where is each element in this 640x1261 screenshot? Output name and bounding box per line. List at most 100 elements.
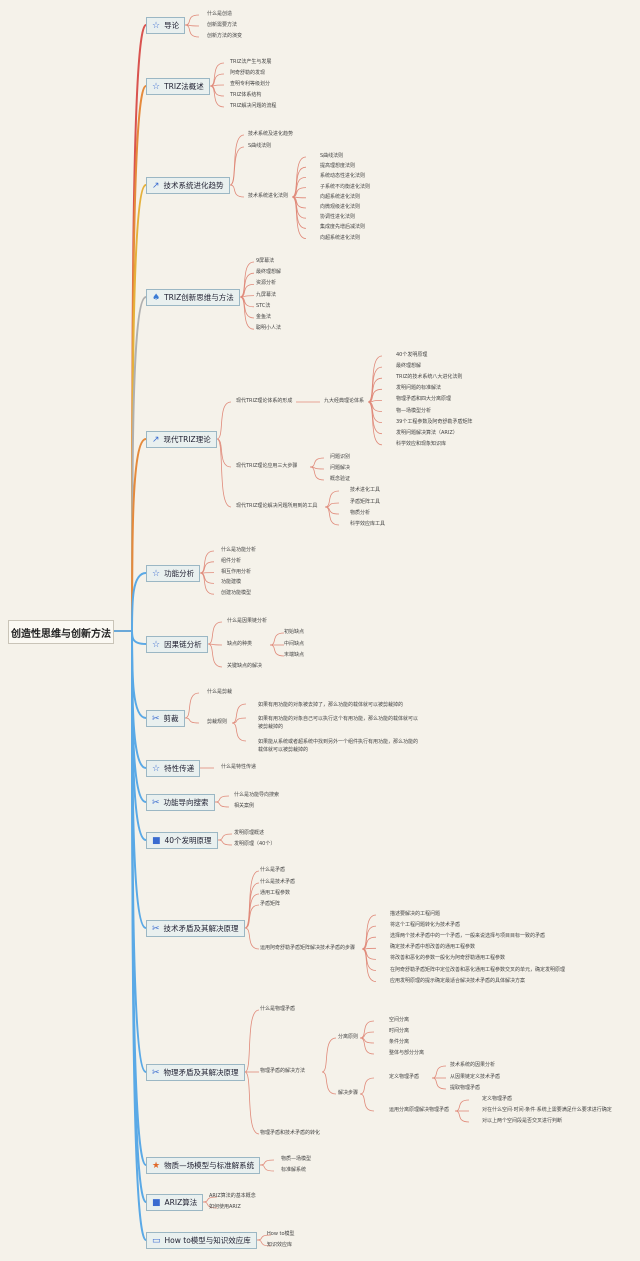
topic-1[interactable]: ☆导论 — [146, 17, 186, 34]
leaf-node[interactable]: 物—场模型分析 — [396, 407, 432, 414]
leaf-node[interactable]: 技术进化工具 — [350, 487, 381, 493]
leaf-node[interactable]: 现代TRIZ理论解决问题所用到的工具 — [236, 503, 318, 509]
leaf-node[interactable]: 问题解决 — [330, 465, 351, 471]
leaf-node[interactable]: 分离原则 — [338, 1034, 359, 1040]
leaf-node[interactable]: 技术系统进化法则 — [248, 193, 289, 199]
central-topic[interactable]: 创造性思维与创新方法 — [8, 620, 114, 644]
leaf-node[interactable]: 确定技术矛盾中想改善的通用工程参数 — [390, 944, 476, 951]
leaf-node[interactable]: 提取物理矛盾 — [450, 1085, 481, 1091]
leaf-node[interactable]: TRIZ法产生与发展 — [230, 59, 272, 65]
leaf-node[interactable]: 关键缺点的解决 — [227, 663, 263, 669]
leaf-node[interactable]: How to模型 — [267, 1231, 295, 1237]
leaf-node[interactable]: 解决步骤 — [338, 1090, 359, 1096]
leaf-node[interactable]: 物质分析 — [350, 510, 371, 516]
leaf-node[interactable]: 定义物理矛盾 — [389, 1074, 420, 1080]
leaf-node[interactable]: 什么是因果链分析 — [227, 618, 268, 624]
leaf-node[interactable]: STC法 — [256, 302, 271, 309]
leaf-node[interactable]: 矛盾矩阵 — [260, 901, 281, 907]
topic-16[interactable]: ▭How to模型与知识效应库 — [146, 1232, 257, 1249]
leaf-node[interactable]: 物质—场模型 — [281, 1156, 312, 1162]
leaf-node[interactable]: 知识效应库 — [267, 1242, 293, 1248]
leaf-node[interactable]: 什么是物理矛盾 — [260, 1006, 296, 1012]
leaf-node[interactable]: 最终理想解 — [256, 269, 282, 276]
leaf-node[interactable]: TRIZ的技术系统八大进化法则 — [396, 374, 463, 381]
leaf-node[interactable]: 什么是剪裁 — [207, 689, 233, 695]
topic-7[interactable]: ☆因果链分析 — [146, 636, 208, 653]
topic-6[interactable]: ☆功能分析 — [146, 565, 201, 582]
leaf-node[interactable]: 通用工程参数 — [260, 890, 291, 896]
leaf-node[interactable]: 物理矛盾和技术矛盾的转化 — [260, 1130, 321, 1136]
leaf-node[interactable]: 缺点的种类 — [227, 641, 253, 647]
leaf-node[interactable]: 九大经典理论体系 — [324, 398, 365, 404]
leaf-node[interactable]: 物理矛盾的解决方法 — [260, 1068, 306, 1074]
topic-2[interactable]: ☆TRIZ法概述 — [146, 78, 210, 95]
leaf-node[interactable]: 什么是创造 — [207, 11, 233, 17]
leaf-node[interactable]: 整体与部分分离 — [389, 1050, 425, 1056]
leaf-node[interactable]: 运用阿奇舒勒矛盾矩阵解决技术矛盾的步骤 — [260, 945, 356, 951]
leaf-node[interactable]: 创新方法的演变 — [207, 33, 243, 39]
leaf-node[interactable]: TRIZ体系结构 — [230, 92, 262, 98]
leaf-node[interactable]: 选择两个技术矛盾中的一个矛盾，一般来说选择与项目目标一致的矛盾 — [390, 933, 546, 940]
topic-4[interactable]: ♠TRIZ创新思维与方法 — [146, 289, 240, 306]
topic-15[interactable]: ■ARIZ算法 — [146, 1194, 204, 1211]
leaf-node[interactable]: 如何使用ARIZ — [209, 1204, 241, 1210]
leaf-node[interactable]: 子系统不均衡进化法则 — [320, 183, 371, 190]
topic-11[interactable]: ■40个发明原理 — [146, 832, 218, 849]
leaf-node[interactable]: 从因果链定义技术矛盾 — [450, 1074, 501, 1080]
leaf-node[interactable]: 技术系统的因果分析 — [450, 1062, 496, 1068]
leaf-node[interactable]: 资源分析 — [256, 280, 277, 287]
leaf-node[interactable]: 功能建模 — [221, 579, 242, 586]
leaf-node[interactable]: 九屏幕法 — [256, 291, 277, 298]
leaf-node[interactable]: 向微观级进化法则 — [320, 204, 361, 210]
leaf-node[interactable]: 协调性进化法则 — [320, 214, 356, 221]
leaf-node[interactable]: 现代TRIZ理论应用三大步骤 — [236, 463, 298, 469]
leaf-node[interactable]: 集成度先增后减法则 — [320, 224, 366, 231]
leaf-node[interactable]: 阿奇舒勒的发现 — [230, 70, 266, 76]
leaf-node[interactable]: 发明问题的标准解法 — [396, 385, 442, 392]
leaf-node[interactable]: 聪明小人法 — [256, 325, 282, 332]
leaf-node[interactable]: 如果有用功能的对象自己可以执行这个有用功能，那么功能的载体就可以被剪裁掉的 — [258, 716, 419, 730]
leaf-node[interactable]: 如果能从系统或者超系统中找到另外一个组件执行有用功能，那么功能的载体就可以被剪裁… — [258, 739, 419, 753]
leaf-node[interactable]: 什么是技术矛盾 — [260, 879, 296, 885]
leaf-node[interactable]: 组件分析 — [221, 557, 242, 564]
leaf-node[interactable]: S曲线法则 — [320, 153, 344, 159]
topic-8[interactable]: ✂剪裁 — [146, 710, 185, 727]
leaf-node[interactable]: 中间缺点 — [284, 641, 305, 647]
leaf-node[interactable]: 发明原理（40个） — [234, 841, 276, 847]
leaf-node[interactable]: 创建功能模型 — [221, 590, 252, 597]
leaf-node[interactable]: 剪裁规则 — [207, 719, 228, 725]
leaf-node[interactable]: 定义物理矛盾 — [482, 1096, 513, 1102]
leaf-node[interactable]: 对以上两个空间段是否交叉进行判断 — [482, 1118, 563, 1124]
leaf-node[interactable]: 什么是功能导向搜索 — [234, 792, 280, 798]
leaf-node[interactable]: 空间分离 — [389, 1017, 410, 1023]
leaf-node[interactable]: 现代TRIZ理论体系的形成 — [236, 398, 293, 404]
leaf-node[interactable]: 标准解系统 — [281, 1167, 307, 1173]
leaf-node[interactable]: 技术系统及进化趋势 — [248, 131, 294, 137]
topic-10[interactable]: ✂功能导向搜索 — [146, 794, 215, 811]
leaf-node[interactable]: 最终理想解 — [396, 363, 422, 370]
leaf-node[interactable]: 物理矛盾和四大分离原理 — [396, 396, 452, 403]
topic-5[interactable]: ↗现代TRIZ理论 — [146, 431, 217, 448]
leaf-node[interactable]: 什么是特性传递 — [221, 764, 257, 770]
leaf-node[interactable]: 什么是矛盾 — [260, 867, 286, 873]
leaf-node[interactable]: 将这个工程问题转化为技术矛盾 — [390, 922, 461, 929]
leaf-node[interactable]: 科学效应和现象知识库 — [396, 440, 447, 447]
leaf-node[interactable]: 应用发明原理的提示确定最适合解决技术矛盾的具体解决方案 — [390, 977, 526, 984]
leaf-node[interactable]: 相关案例 — [234, 803, 255, 809]
leaf-node[interactable]: 问题识别 — [330, 454, 351, 460]
leaf-node[interactable]: 提高理想度法则 — [320, 163, 356, 170]
leaf-node[interactable]: S曲线法则 — [248, 143, 272, 149]
leaf-node[interactable]: 运用分离原理解决物理矛盾 — [389, 1107, 450, 1113]
leaf-node[interactable]: TRIZ解决问题的流程 — [230, 103, 277, 109]
leaf-node[interactable]: 金鱼法 — [256, 314, 272, 320]
leaf-node[interactable]: 时间分离 — [389, 1028, 410, 1034]
leaf-node[interactable]: 发明原理概述 — [234, 830, 265, 836]
leaf-node[interactable]: 概念验证 — [330, 476, 351, 482]
leaf-node[interactable]: 如果有用功能的对象被去掉了，那么功能的载体就可以被剪裁掉的 — [258, 702, 404, 708]
leaf-node[interactable]: 初始缺点 — [284, 629, 305, 635]
topic-13[interactable]: ✂物理矛盾及其解决原理 — [146, 1064, 245, 1081]
leaf-node[interactable]: 创新需要方法 — [207, 22, 238, 28]
leaf-node[interactable]: 向超系统进化法则 — [320, 234, 361, 241]
leaf-node[interactable]: 向超系统进化法则 — [320, 193, 361, 200]
leaf-node[interactable]: 发明问题解决算法（ARIZ） — [396, 429, 458, 436]
